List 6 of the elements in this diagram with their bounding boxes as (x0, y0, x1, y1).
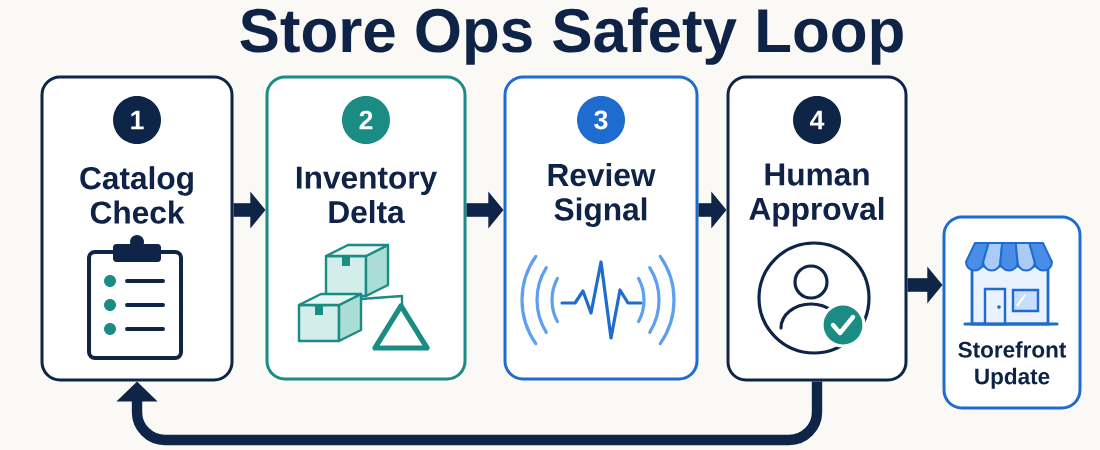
arrow (116, 381, 823, 446)
number-badge: 2 (342, 96, 390, 144)
number-badge: 4 (793, 96, 841, 144)
number-badge: 3 (577, 96, 625, 144)
title: Store Ops Safety Loop (240, 7, 903, 65)
number-badge: 1 (113, 96, 161, 144)
